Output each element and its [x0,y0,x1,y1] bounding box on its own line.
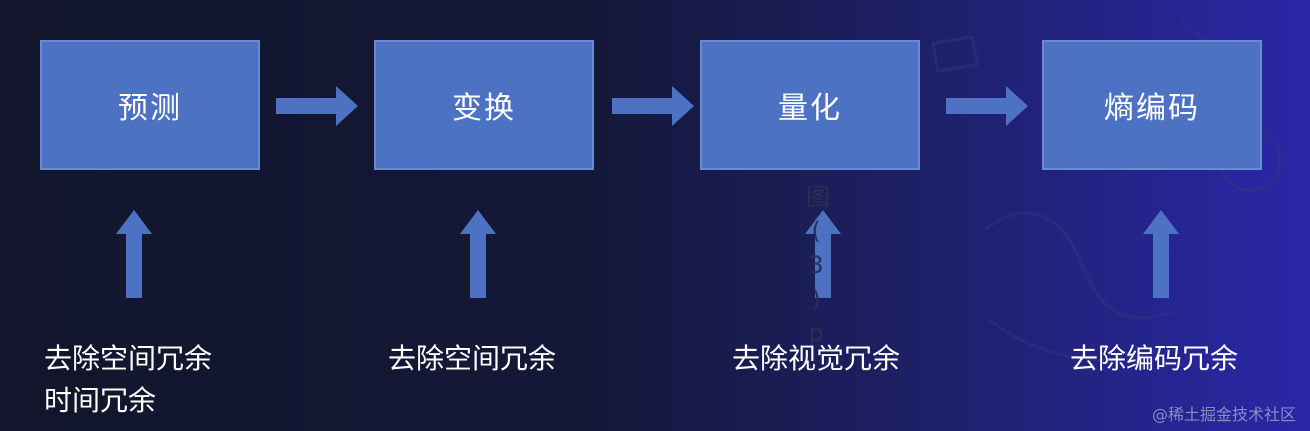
stray-vertical-text: 图 ( 3 ) p [806,180,830,350]
stray-glyph: ( [811,217,821,245]
caption-quantize: 去除视觉冗余 [732,338,900,380]
caption-line: 时间冗余 [44,384,157,417]
arrow-predict-to-transform [276,86,358,126]
stray-glyph: ) [811,285,821,313]
stage-box-transform: 变换 [374,40,594,170]
arrow-transform-to-quantize [612,86,694,126]
stage-label-transform: 变换 [452,91,516,126]
up-arrow-transform [460,210,496,298]
stray-glyph: 3 [808,251,824,279]
caption-line: 去除视觉冗余 [732,342,901,375]
stage-label-entropy: 熵编码 [1104,91,1200,126]
caption-transform: 去除空间冗余 [388,338,556,380]
caption-line: 去除空间冗余 [388,342,557,375]
stage-label-predict: 预测 [118,91,182,126]
caption-entropy: 去除编码冗余 [1070,338,1238,380]
caption-line: 去除编码冗余 [1070,342,1239,375]
caption-predict: 去除空间冗余 时间冗余 [44,338,212,422]
up-arrow-quantize [805,210,841,298]
stage-box-entropy: 熵编码 [1042,40,1262,170]
stage-label-quantize: 量化 [778,91,842,126]
stray-glyph: 图 [806,183,830,211]
up-arrow-entropy [1143,210,1179,298]
arrow-quantize-to-entropy [946,86,1028,126]
stray-glyph: p [808,319,824,347]
caption-line: 去除空间冗余 [44,342,213,375]
stage-box-predict: 预测 [40,40,260,170]
up-arrow-predict [116,210,152,298]
watermark-text: @稀土掘金技术社区 [1151,405,1296,424]
stage-box-quantize: 量化 [700,40,920,170]
